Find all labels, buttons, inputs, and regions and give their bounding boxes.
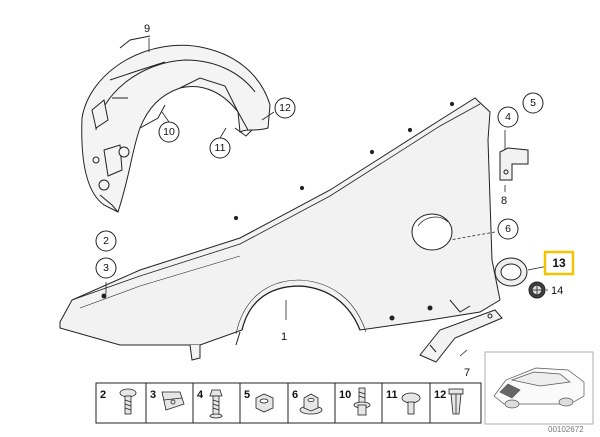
strip-label-12: 12 bbox=[434, 389, 446, 401]
svg-text:4: 4 bbox=[505, 111, 511, 123]
strip-label-2: 2 bbox=[100, 389, 106, 401]
callout-12: 12 bbox=[274, 97, 296, 119]
strip-label-5: 5 bbox=[244, 389, 250, 401]
expanding-clip-icon bbox=[448, 388, 464, 415]
svg-text:3: 3 bbox=[103, 262, 109, 274]
svg-text:10: 10 bbox=[163, 126, 175, 138]
rivet-icon bbox=[401, 392, 421, 415]
svg-text:7: 7 bbox=[464, 367, 470, 379]
wheel-arch-liner bbox=[81, 35, 271, 213]
emblem-14 bbox=[528, 281, 546, 299]
svg-text:1: 1 bbox=[281, 331, 287, 343]
fender-panel bbox=[59, 97, 501, 361]
strip-label-4: 4 bbox=[197, 389, 204, 401]
svg-text:2: 2 bbox=[103, 235, 109, 247]
screw-icon bbox=[119, 388, 137, 415]
callout-3: 3 bbox=[95, 257, 117, 279]
svg-text:13: 13 bbox=[552, 256, 566, 270]
svg-text:14: 14 bbox=[551, 285, 563, 297]
svg-text:6: 6 bbox=[505, 223, 511, 235]
svg-text:11: 11 bbox=[215, 142, 226, 154]
svg-text:8: 8 bbox=[501, 195, 507, 207]
reference-number: 00102672 bbox=[548, 425, 584, 434]
callout-14: 14 bbox=[551, 285, 563, 297]
bolt-icon bbox=[209, 389, 223, 419]
flange-nut-icon bbox=[299, 393, 323, 415]
fastener-strip: 2 3 4 5 6 10 11 12 bbox=[95, 382, 482, 424]
ring-13 bbox=[494, 257, 528, 287]
callout-4: 4 bbox=[497, 106, 519, 128]
svg-text:5: 5 bbox=[530, 97, 536, 109]
callout-5: 5 bbox=[522, 92, 544, 114]
svg-text:9: 9 bbox=[144, 23, 150, 35]
callout-1: 1 bbox=[281, 331, 287, 343]
callout-7: 7 bbox=[464, 367, 470, 379]
washer-screw-icon bbox=[353, 387, 371, 416]
strip-label-3: 3 bbox=[150, 389, 156, 401]
callout-10: 10 bbox=[158, 121, 180, 143]
hex-nut-icon bbox=[255, 393, 274, 413]
strip-label-11: 11 bbox=[386, 389, 398, 401]
callout-6: 6 bbox=[497, 218, 519, 240]
callout-11: 11 bbox=[209, 137, 231, 159]
car-thumbnail bbox=[484, 351, 594, 425]
strip-label-6: 6 bbox=[292, 389, 298, 401]
clip-nut-icon bbox=[161, 391, 185, 411]
callout-9: 9 bbox=[144, 23, 150, 35]
bracket-8 bbox=[499, 147, 529, 181]
callout-13-highlighted: 13 bbox=[543, 250, 575, 276]
leader-lines bbox=[105, 38, 549, 357]
svg-text:12: 12 bbox=[279, 102, 291, 114]
bracket-7 bbox=[419, 309, 503, 363]
callout-2: 2 bbox=[95, 230, 117, 252]
strip-label-10: 10 bbox=[339, 389, 351, 401]
callout-8: 8 bbox=[501, 195, 507, 207]
